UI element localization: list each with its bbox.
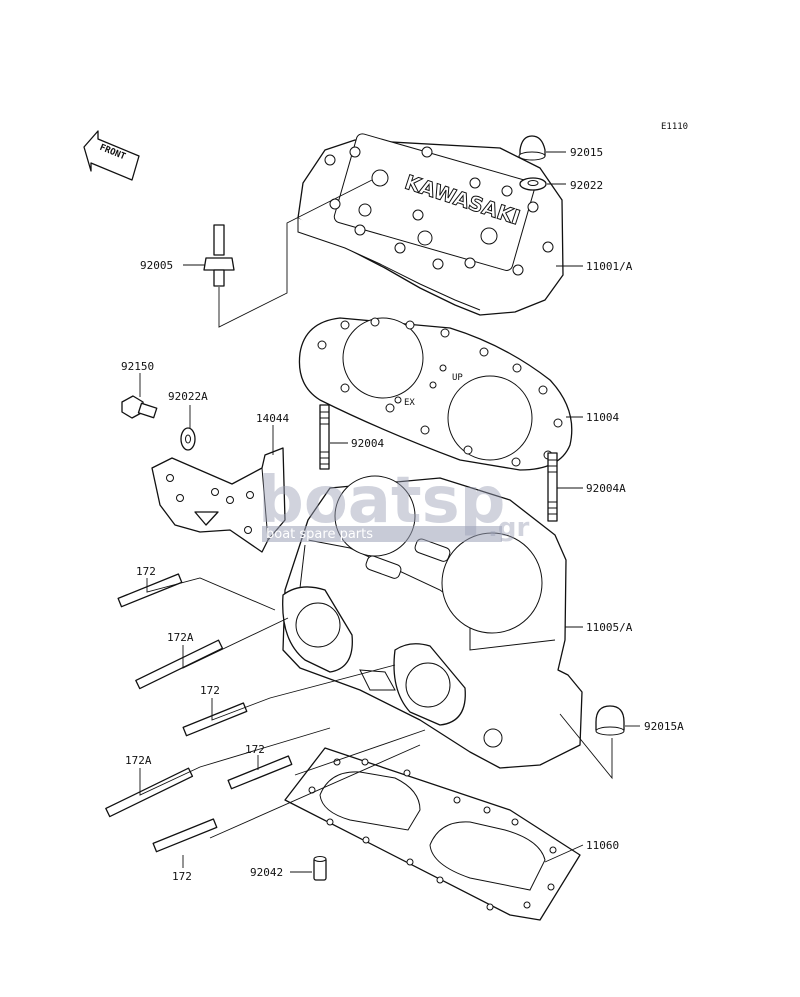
- watermark-tagline: boat spare parts: [266, 527, 373, 542]
- leader-lines: [139, 151, 640, 873]
- stud-92004A: [547, 452, 558, 522]
- base-gasket: [284, 747, 581, 921]
- cylinder-head: KAWASAKI: [297, 133, 564, 316]
- diagram-code: E1110: [661, 122, 688, 132]
- part-label-11005A[interactable]: 11005/A: [586, 621, 633, 634]
- dowel-pin-92042: [313, 856, 327, 881]
- part-label-172-b[interactable]: 172: [200, 684, 220, 697]
- part-label-11001A[interactable]: 11001/A: [586, 260, 633, 273]
- stud-172-c: [227, 755, 293, 790]
- stud-172A-a: [135, 639, 224, 690]
- stud-172A-b: [105, 767, 194, 818]
- cap-nut-92015A: [595, 705, 625, 736]
- part-label-92150[interactable]: 92150: [121, 360, 154, 373]
- part-label-11004[interactable]: 11004: [586, 411, 619, 424]
- stud-172-d: [152, 818, 218, 853]
- part-label-11060[interactable]: 11060: [586, 839, 619, 852]
- head-gasket: UP EX: [298, 317, 573, 471]
- part-label-92004[interactable]: 92004: [351, 437, 384, 450]
- part-label-92022A[interactable]: 92022A: [168, 390, 208, 403]
- part-label-172-c[interactable]: 172: [245, 743, 265, 756]
- stud-172-a: [117, 573, 183, 608]
- part-label-92022[interactable]: 92022: [570, 179, 603, 192]
- gasket-up-mark: UP: [452, 373, 463, 383]
- watermark-bar: [262, 526, 502, 542]
- front-arrow-icon: FRONT: [83, 130, 140, 181]
- part-label-172A-b[interactable]: 172A: [125, 754, 152, 767]
- part-label-92015[interactable]: 92015: [570, 146, 603, 159]
- stud-92004: [319, 404, 330, 470]
- part-label-172-a[interactable]: 172: [136, 565, 156, 578]
- part-label-172A-a[interactable]: 172A: [167, 631, 194, 644]
- bolt-92150: [121, 395, 158, 419]
- part-labels: 92015 92022 92005 11001/A 11004 92150 92…: [121, 146, 684, 883]
- part-label-92042[interactable]: 92042: [250, 866, 283, 879]
- bracket-14044: [151, 447, 286, 553]
- part-label-92005[interactable]: 92005: [140, 259, 173, 272]
- washer-92022A: [180, 427, 196, 451]
- part-label-92015A[interactable]: 92015A: [644, 720, 684, 733]
- part-label-172-d[interactable]: 172: [172, 870, 192, 883]
- part-label-14044[interactable]: 14044: [256, 412, 289, 425]
- fitting-92005: [203, 224, 235, 287]
- cylinder-block: [282, 475, 583, 769]
- washer-92022: [519, 177, 547, 191]
- watermark: boatsp .gr boat spare parts: [258, 464, 529, 543]
- watermark-brand: boatsp: [258, 464, 505, 538]
- cap-nut-92015: [518, 135, 546, 161]
- part-label-92004A[interactable]: 92004A: [586, 482, 626, 495]
- gasket-ex-mark: EX: [404, 398, 415, 408]
